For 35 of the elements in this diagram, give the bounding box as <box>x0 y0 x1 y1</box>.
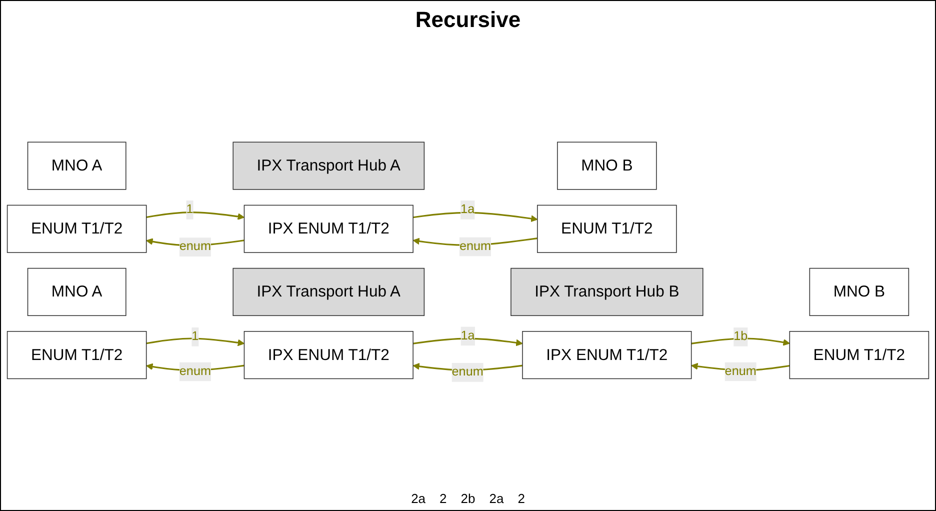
sequence-number: 2a <box>411 491 426 506</box>
node-box: ENUM T1/T2 <box>537 204 677 253</box>
node-box: IPX ENUM T1/T2 <box>522 331 692 380</box>
node-box: ENUM T1/T2 <box>6 331 147 380</box>
sequence-number: 2 <box>440 491 447 506</box>
node-box: IPX Transport Hub B <box>510 268 704 316</box>
node-box: IPX Transport Hub A <box>232 142 425 190</box>
edge-label: enum <box>452 365 484 379</box>
edge-label: 1 <box>186 202 194 216</box>
node-box: IPX ENUM T1/T2 <box>244 331 414 380</box>
edge-label: 1b <box>734 330 748 344</box>
node-box: MNO B <box>557 142 657 190</box>
node-box: MNO A <box>27 268 126 316</box>
edge-label: 1a <box>460 202 475 216</box>
diagram-title: Recursive <box>415 7 521 33</box>
sequence-number: 2b <box>460 491 476 506</box>
arrow <box>412 212 538 222</box>
node-box: IPX Transport Hub A <box>232 268 425 316</box>
edge-label: enum <box>179 364 211 378</box>
arrow <box>146 338 245 346</box>
arrow <box>412 338 523 346</box>
node-box: MNO B <box>809 268 910 316</box>
edge-label: enum <box>179 240 211 254</box>
node-box: MNO A <box>27 142 126 190</box>
node-box: ENUM T1/T2 <box>6 204 147 253</box>
node-box: ENUM T1/T2 <box>789 331 930 380</box>
edge-label: 1 <box>192 330 199 344</box>
edge-label: enum <box>724 364 756 378</box>
sequence-number: 2 <box>518 491 525 506</box>
arrow <box>146 212 245 220</box>
edge-label: 1a <box>460 329 475 342</box>
node-box: IPX ENUM T1/T2 <box>244 204 414 253</box>
arrow <box>691 338 790 346</box>
edge-label: enum <box>459 240 492 254</box>
sequence-number: 2a <box>489 491 504 506</box>
